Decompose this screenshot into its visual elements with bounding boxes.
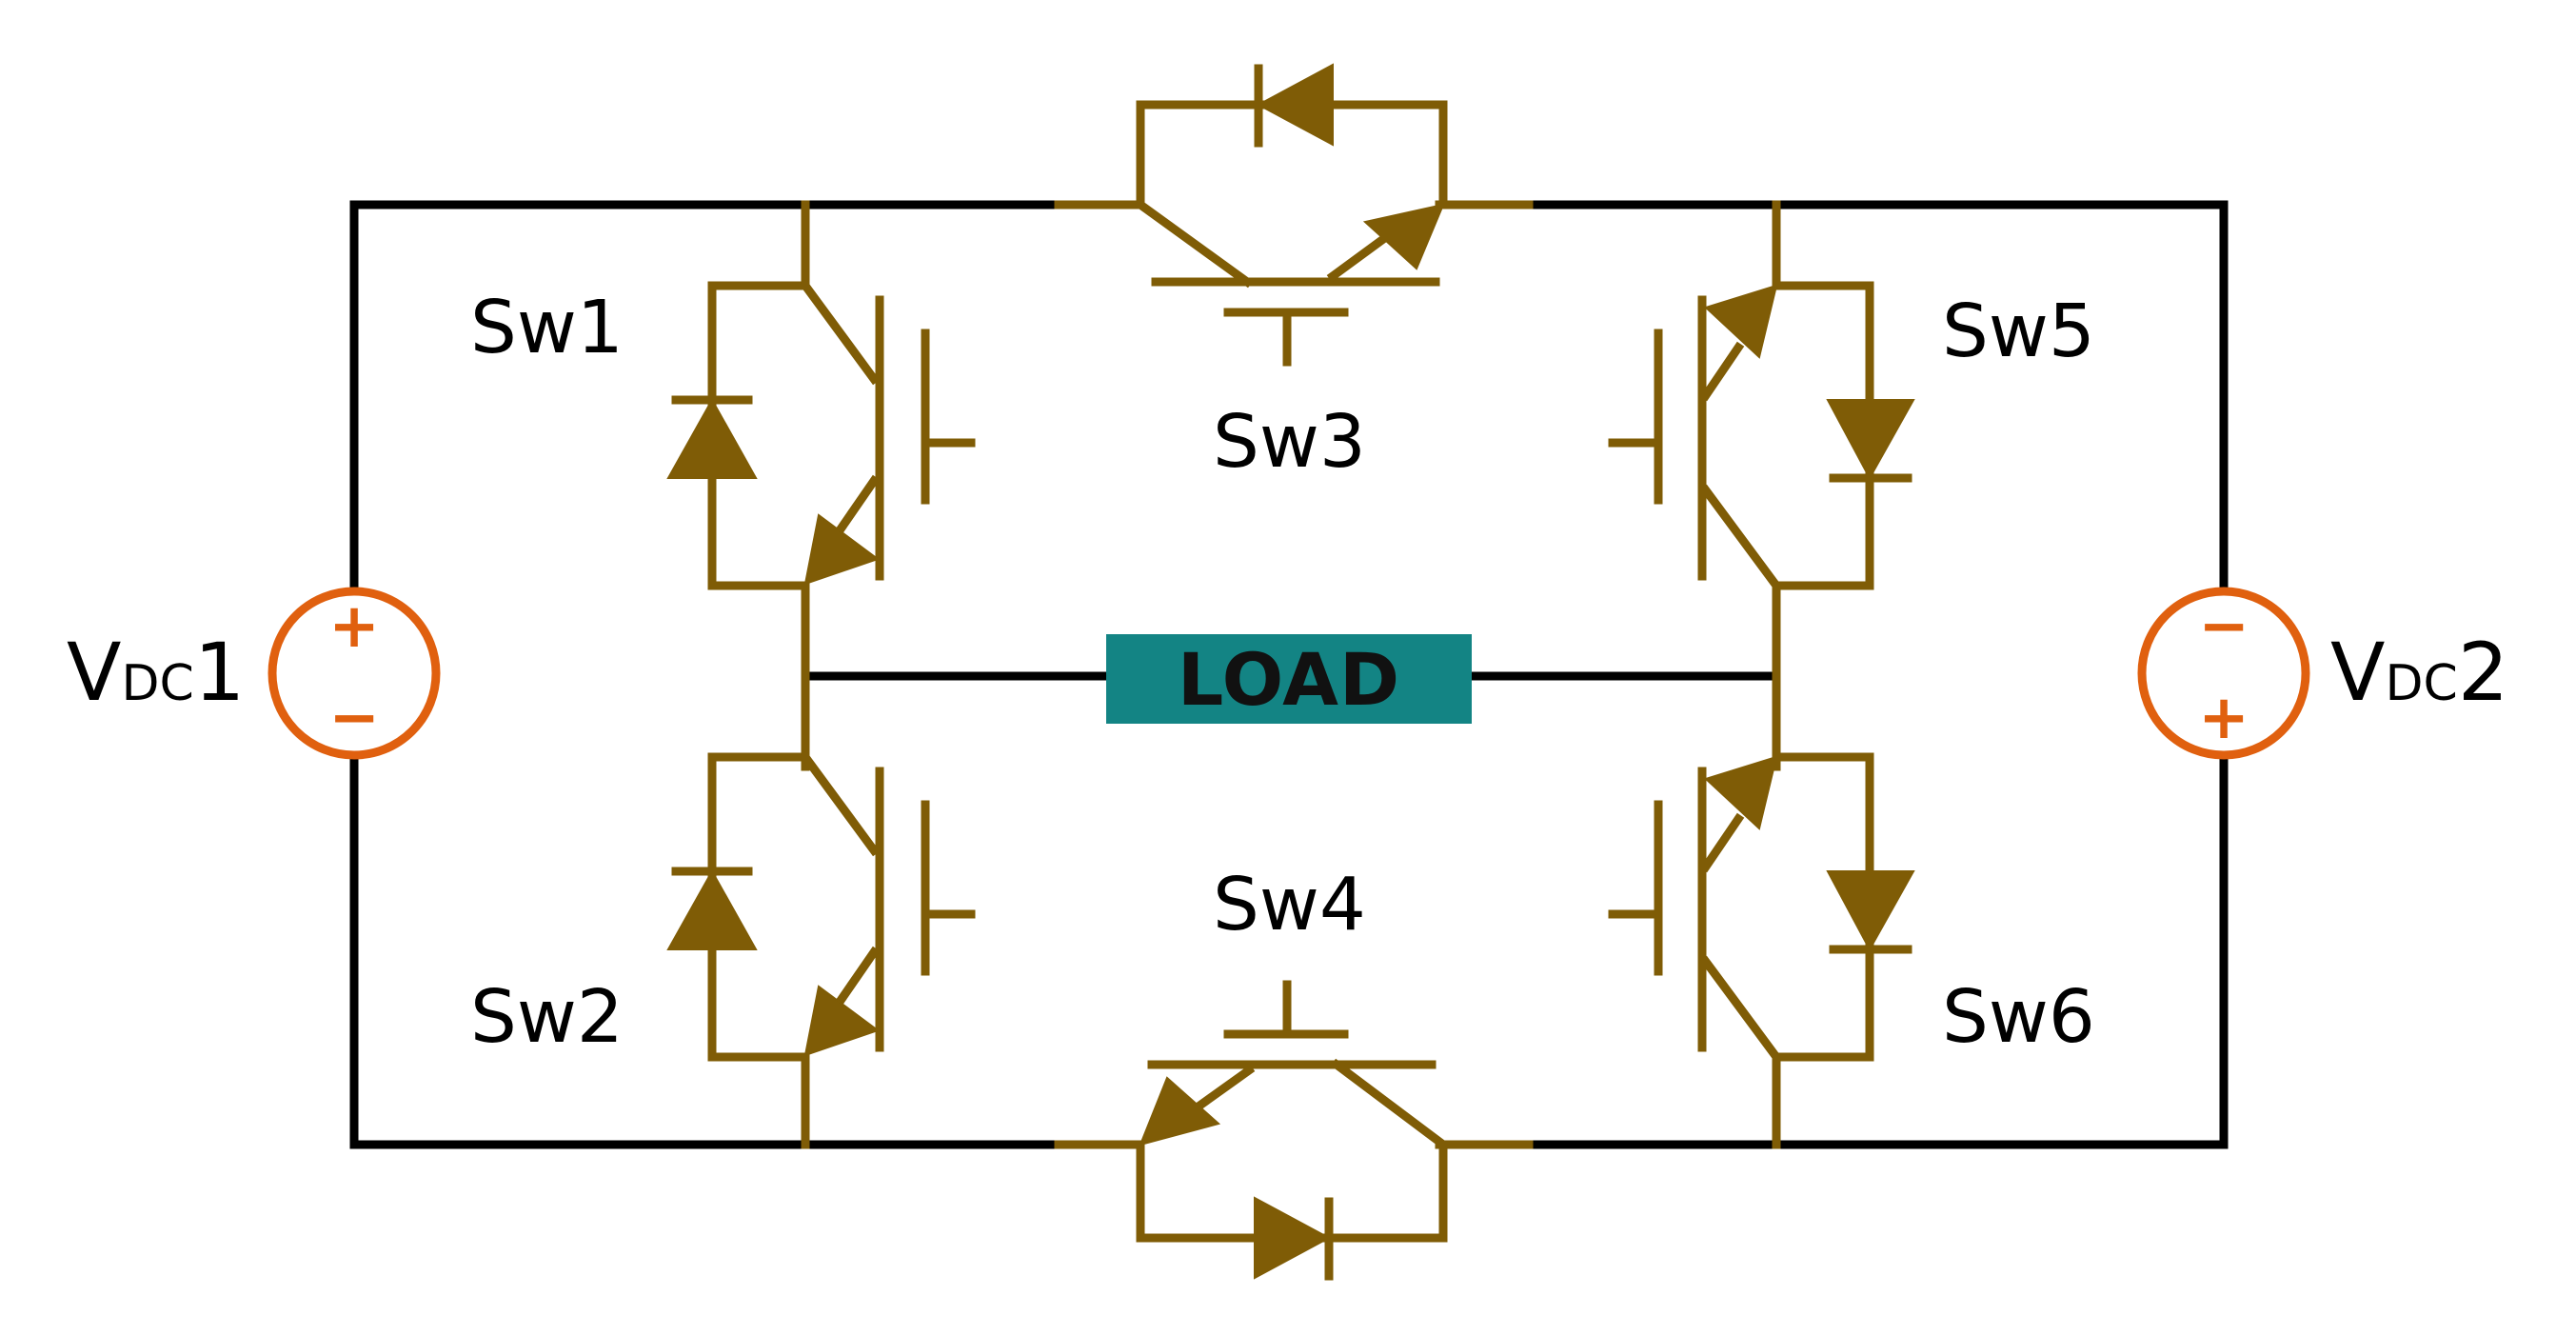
vdc1-main: V [67, 626, 122, 719]
sw2-label: Sw2 [470, 975, 624, 1060]
sources: + − − + [268, 587, 2310, 760]
sw4-collector-diag [1330, 1058, 1450, 1151]
sw5-collector-diag [1699, 484, 1783, 592]
sw1-diode-triangle [666, 397, 758, 479]
vdc2-label: VDC2 [2330, 632, 2508, 712]
sw4-label: Sw4 [1213, 863, 1366, 947]
vdc1-label: VDC1 [67, 632, 245, 712]
load-box: LOAD [1106, 634, 1472, 724]
sw3-emitter-arrow [1362, 203, 1445, 270]
sw6-diode-triangle [1826, 870, 1915, 952]
sw2-diode-triangle [666, 868, 758, 950]
sw3-label: Sw3 [1213, 400, 1366, 485]
sw4-emitter-diag [1189, 1064, 1256, 1115]
switches [666, 63, 1915, 1281]
vdc2-top-sign: − [2198, 591, 2249, 662]
vdc1-sub: DC [121, 655, 194, 712]
sw5-emitter-diag [1699, 341, 1745, 402]
sw6-collector-diag [1699, 955, 1783, 1064]
vdc1-bottom-sign: − [328, 683, 380, 753]
vdc2-sub: DC [2385, 655, 2458, 712]
sw6-emitter-arrow [1704, 755, 1778, 830]
sw1-label: Sw1 [470, 286, 624, 370]
sw4-emitter-arrow [1139, 1076, 1221, 1147]
sw5-emitter-arrow [1704, 284, 1778, 359]
vdc1-num: 1 [193, 626, 246, 719]
sw6-emitter-diag [1699, 812, 1745, 873]
sw2-collector-diag [799, 750, 881, 857]
load-label: LOAD [1177, 636, 1401, 722]
sw5-diode-triangle [1826, 399, 1915, 481]
wires [349, 200, 2229, 1149]
sw3-diode-triangle [1256, 63, 1334, 147]
sw1-emitter-arrow [803, 513, 881, 586]
vdc2-bottom-sign: + [2198, 683, 2249, 753]
sw3-collector-diag [1134, 198, 1254, 289]
sw1-collector-diag [799, 279, 881, 386]
vdc2-num: 2 [2457, 626, 2509, 719]
sw6-label: Sw6 [1942, 975, 2095, 1060]
sw3-emitter-diag [1326, 228, 1397, 283]
sw1-emitter-diag [831, 474, 881, 540]
sw4-diode-triangle [1254, 1196, 1332, 1280]
vdc2-main: V [2330, 626, 2386, 719]
sw2-emitter-diag [831, 946, 881, 1011]
vdc1-top-sign: + [328, 591, 380, 662]
sw2-emitter-arrow [803, 985, 881, 1057]
sw5-label: Sw5 [1942, 289, 2095, 374]
